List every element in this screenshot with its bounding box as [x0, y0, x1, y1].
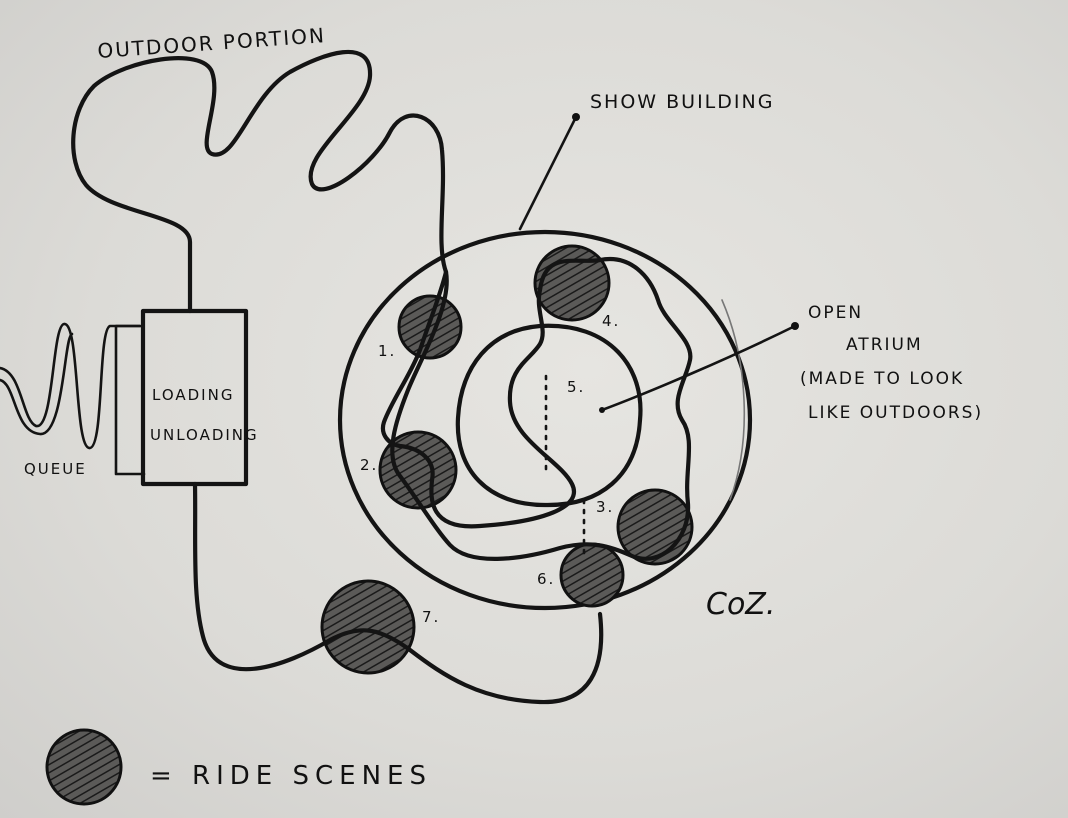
atrium-center-dot [599, 407, 605, 413]
ride-track-main [390, 256, 693, 561]
atrium-pointer-dot [791, 322, 799, 330]
scene-number-7: 7. [422, 608, 440, 626]
atrium-note-line-1: (MADE TO LOOK [800, 369, 964, 389]
queue-line [0, 322, 142, 450]
scene-number-5: 5. [567, 378, 585, 396]
ride-track-inner-loop [380, 269, 449, 483]
scene-number-6: 6. [537, 570, 555, 588]
scene-number-2: 2. [360, 456, 378, 474]
queue-label: QUEUE [24, 460, 87, 478]
queue-line-2 [0, 332, 74, 436]
ride-scene-6 [559, 542, 625, 608]
atrium-label: ATRIUM [846, 335, 923, 355]
atrium-note-line-2: LIKE OUTDOORS) [808, 403, 983, 423]
show-building-label: SHOW BUILDING [590, 91, 774, 113]
show-building-pointer-dot [572, 113, 580, 121]
legend-ride-scene-swatch [45, 728, 123, 806]
ride-scene-7 [320, 579, 416, 675]
scene-number-3: 3. [596, 498, 614, 516]
scene-number-4: 4. [602, 312, 620, 330]
legend-label: = RIDE SCENES [150, 761, 432, 791]
show-building-outline [337, 229, 753, 611]
loading-label: LOADING [152, 386, 234, 404]
scene-number-1: 1. [378, 342, 396, 360]
atrium-pointer [600, 324, 797, 412]
queue-bracket [114, 324, 146, 476]
ride-track-return [192, 481, 604, 705]
outdoor-track [71, 49, 449, 314]
show-building-pointer [518, 115, 578, 231]
ride-scene-2 [378, 430, 458, 510]
signature: CoZ. [706, 587, 775, 622]
outdoor-portion-label: OUTDOOR PORTION [97, 23, 327, 63]
unloading-label: UNLOADING [150, 426, 259, 444]
open-atrium-outline [455, 323, 643, 508]
open-label: OPEN [808, 303, 863, 323]
ride-scene-4 [533, 244, 611, 322]
show-building-inner-edge [721, 299, 746, 501]
